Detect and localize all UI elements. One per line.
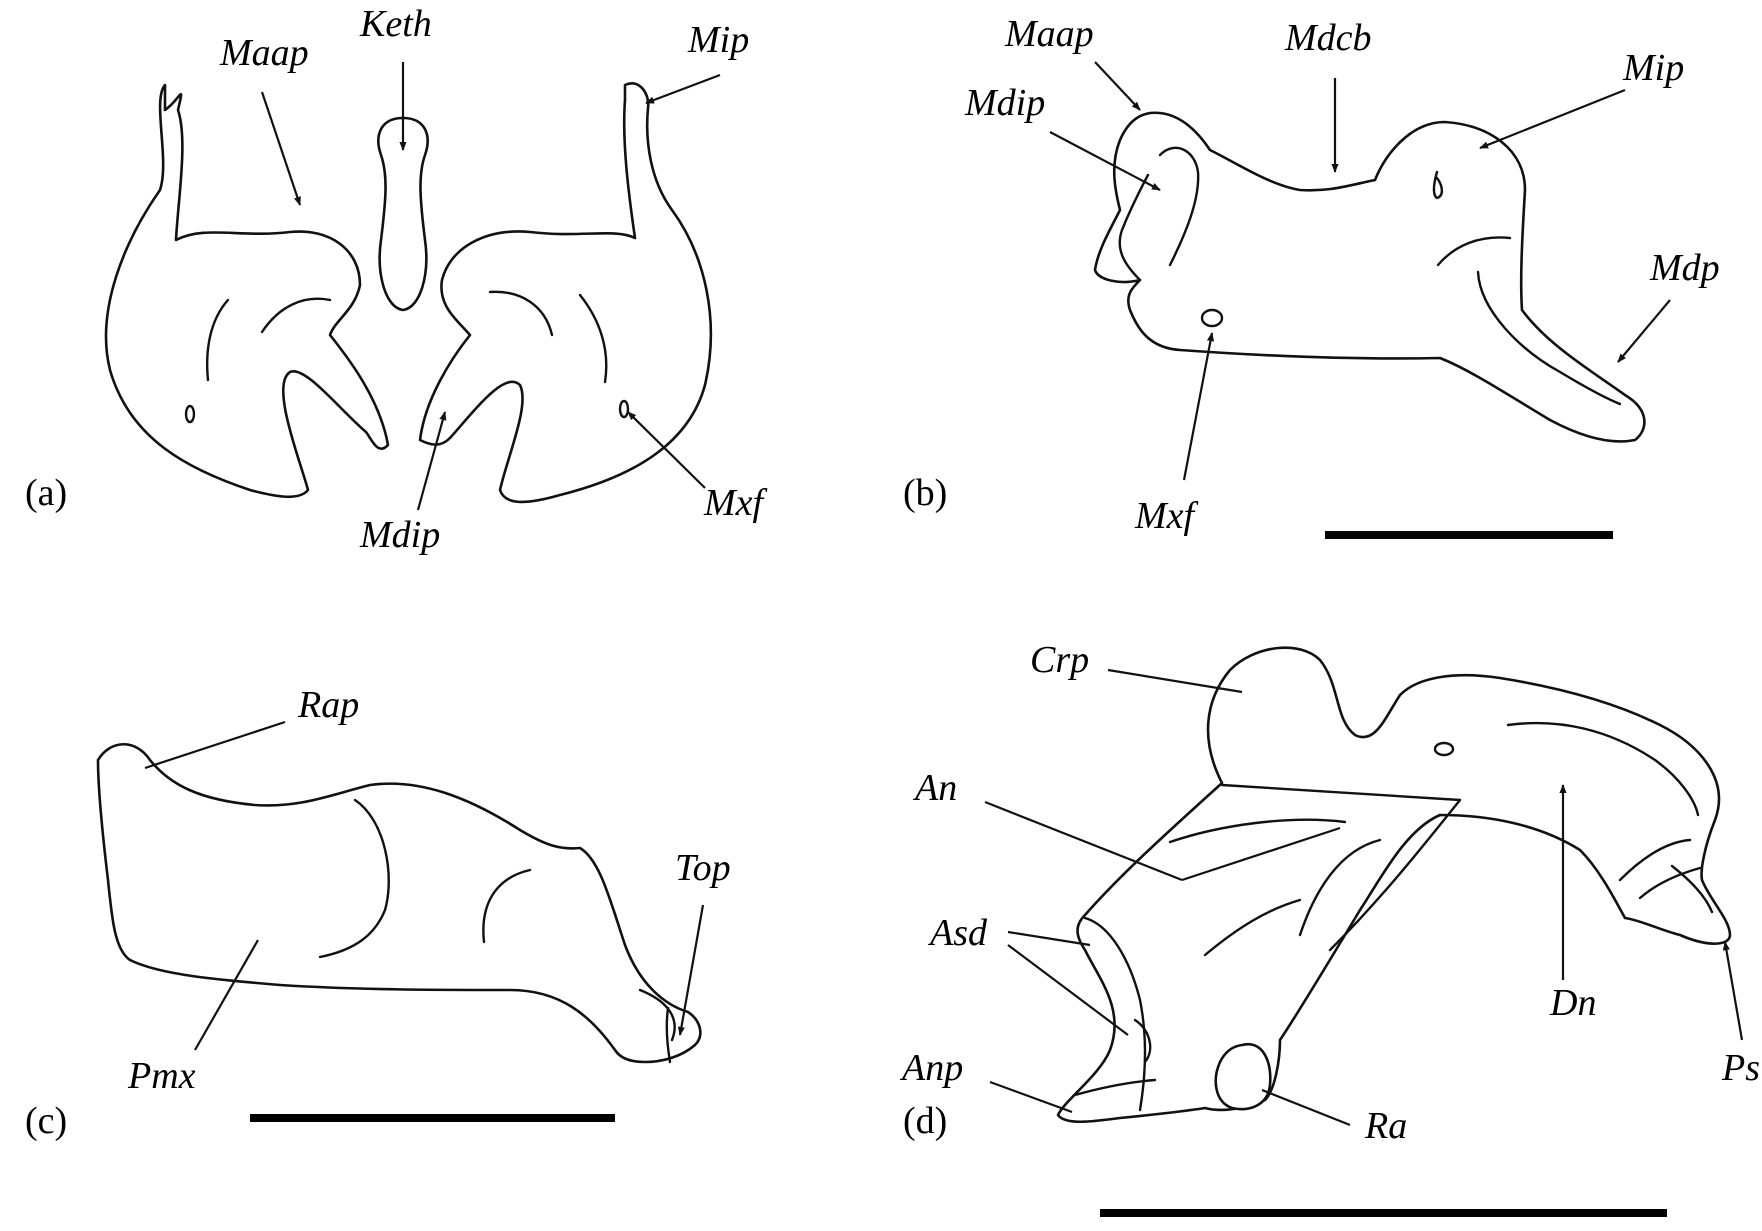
premaxilla-tip-line xyxy=(638,988,676,1042)
leader-anp-d xyxy=(989,1080,1073,1114)
arrow-ps-d xyxy=(1722,941,1744,1041)
right-maxilla-outline xyxy=(418,82,713,504)
label-crp-d: Crp xyxy=(1030,639,1089,681)
left-maxilla-inner-arc-2 xyxy=(260,297,332,334)
right-maxilla-inner-arc-2 xyxy=(578,293,608,384)
arrow-top-c xyxy=(677,904,705,1036)
mandibular-foramen xyxy=(1433,741,1455,757)
arrow-mdip-a xyxy=(416,411,447,511)
lower-jaw-articular-fold-3 xyxy=(1073,1078,1157,1097)
premaxilla-ridge-1 xyxy=(318,798,390,959)
panel-a: Maap Keth Mip Mdip Mxf (a) xyxy=(25,3,768,556)
lower-jaw-articular-fold-2 xyxy=(1133,1018,1152,1064)
maxilla-lateral-inner-ridge xyxy=(1158,146,1200,267)
arrow-mxf-a xyxy=(627,411,706,489)
label-top-c: Top xyxy=(675,847,731,889)
right-maxilla-inner-arc xyxy=(488,290,554,337)
lower-jaw-striation-2 xyxy=(1203,898,1302,957)
arrow-mip-a xyxy=(645,73,721,105)
maxilla-foramen-upper xyxy=(1432,170,1444,200)
label-mdcb-b: Mdcb xyxy=(1284,17,1372,59)
label-dn-d: Dn xyxy=(1549,982,1596,1024)
maxillary-foramen-b xyxy=(1200,308,1224,328)
arrow-mxf-b xyxy=(1182,332,1215,481)
lower-jaw-angular-edge xyxy=(1328,798,1462,952)
panel-d: Crp An Asd Anp Ra Dn Ps (d) xyxy=(899,639,1760,1217)
leader-pmx-c xyxy=(194,939,259,1051)
label-asd-d: Asd xyxy=(927,912,988,954)
maxilla-lateral-outline xyxy=(1093,111,1646,443)
lower-jaw-symphysis-1 xyxy=(1618,838,1692,882)
arrow-maap-a xyxy=(260,91,302,206)
left-maxilla-outline xyxy=(104,83,390,499)
panel-label-a: (a) xyxy=(25,472,67,514)
label-pmx-c: Pmx xyxy=(127,1055,196,1097)
label-rap-c: Rap xyxy=(297,684,359,726)
premaxilla-outline xyxy=(96,743,702,1064)
arrow-maap-b xyxy=(1094,61,1141,111)
panel-label-d: (d) xyxy=(903,1100,947,1142)
lower-jaw-striation-4 xyxy=(1506,721,1700,817)
leader-rap-c xyxy=(144,720,286,770)
label-maap-b: Maap xyxy=(1004,13,1094,55)
panel-label-c: (c) xyxy=(25,1100,67,1142)
leader-asd-d-2 xyxy=(1007,944,1129,1036)
lower-jaw-striation-1 xyxy=(1168,818,1347,844)
label-keth-a: Keth xyxy=(359,3,432,45)
leader-an-d-2 xyxy=(1181,826,1341,882)
leader-an-d xyxy=(984,800,1183,882)
label-ra-d: Ra xyxy=(1364,1105,1407,1147)
leader-crp-d xyxy=(1107,668,1243,694)
panel-b: Maap Mdip Mdcb Mip Mdp Mxf (b) xyxy=(903,13,1720,539)
right-maxillary-foramen xyxy=(618,399,630,419)
left-maxilla-inner-arc xyxy=(206,298,230,382)
retroarticular-outline xyxy=(1214,1042,1272,1111)
label-mxf-a: Mxf xyxy=(703,482,768,524)
leader-asd-d xyxy=(1007,930,1091,947)
label-mip-a: Mip xyxy=(687,19,749,61)
left-maxillary-foramen xyxy=(184,404,196,424)
label-mdip-b: Mdip xyxy=(964,82,1045,124)
lower-jaw-symphysis-2 xyxy=(1638,866,1702,900)
lower-jaw-symphysis-3 xyxy=(1670,864,1714,914)
arrow-mdip-b xyxy=(1049,131,1161,191)
panel-label-b: (b) xyxy=(903,472,947,514)
label-an-d: An xyxy=(912,767,957,809)
label-mxf-b: Mxf xyxy=(1134,495,1199,537)
panel-c: Rap Top Pmx (c) xyxy=(25,684,731,1142)
maxilla-lateral-ridge xyxy=(1436,236,1512,267)
kinethmoid-outline xyxy=(377,116,429,312)
arrow-mdp-b xyxy=(1617,299,1671,363)
label-anp-d: Anp xyxy=(899,1047,963,1089)
maxilla-lateral-ridge-2 xyxy=(1476,270,1622,406)
lower-jaw-coronoid-base xyxy=(1220,783,1462,802)
lower-jaw-outline xyxy=(1056,646,1732,1123)
premaxilla-ridge-2 xyxy=(482,868,532,944)
maxilla-lateral-medial-fold xyxy=(1118,173,1150,282)
label-mdp-b: Mdp xyxy=(1649,247,1720,289)
label-maap-a: Maap xyxy=(219,32,309,74)
lower-jaw-striation-3 xyxy=(1298,838,1382,937)
label-mip-b: Mip xyxy=(1622,47,1684,89)
label-mdip-a: Mdip xyxy=(359,514,440,556)
premaxilla-tip-line-2 xyxy=(665,1006,672,1064)
leader-ra-d xyxy=(1261,1088,1351,1127)
arrow-mip-b xyxy=(1479,88,1626,150)
label-ps-d: Ps xyxy=(1721,1047,1760,1089)
